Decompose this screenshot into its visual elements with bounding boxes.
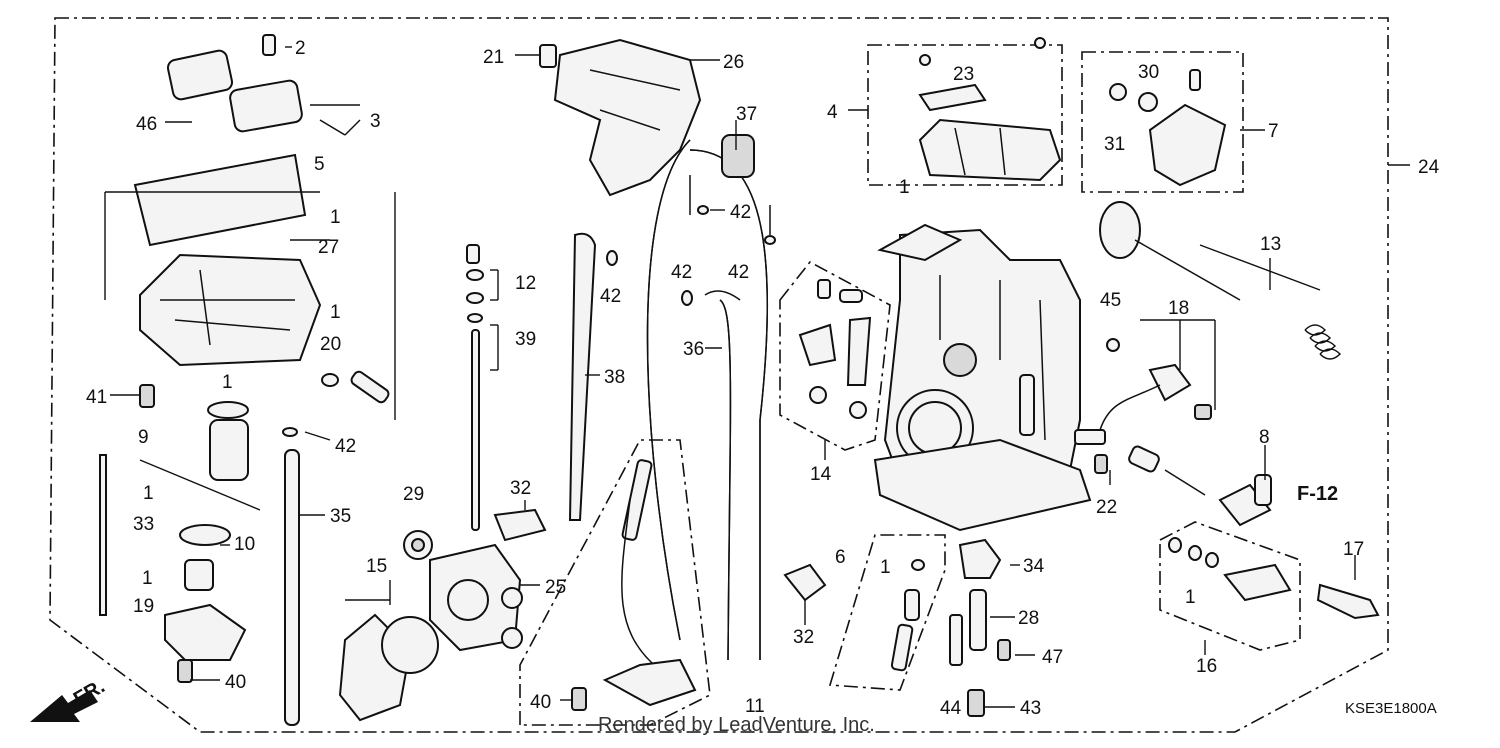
callout-3: 3	[370, 111, 381, 132]
callout-11: 11	[745, 696, 765, 717]
callout-24: 24	[1418, 157, 1440, 178]
callout-labels: 2 3 46 5 1 27 1 20 1 41 42 9 1 33 10 1 1…	[86, 38, 1440, 736]
callout-18: 18	[1168, 298, 1189, 319]
callout-1b: 1	[330, 302, 341, 323]
callout-32a: 32	[510, 478, 531, 499]
front-arrow-icon: FR.	[30, 675, 109, 722]
callout-34: 34	[1023, 556, 1045, 577]
callout-22: 22	[1096, 497, 1117, 518]
callout-1e: 1	[142, 568, 153, 589]
callout-44: 44	[940, 698, 962, 719]
callout-47: 47	[1042, 647, 1063, 668]
callout-26: 26	[723, 52, 744, 73]
callout-20: 20	[320, 334, 341, 355]
throttle-cable-group	[519, 439, 711, 726]
callout-15: 15	[366, 556, 387, 577]
callout-14: 14	[810, 464, 832, 485]
callout-42e: 42	[600, 286, 621, 307]
callout-30: 30	[1138, 62, 1159, 83]
watermark: Rendered by LeadVenture, Inc.	[598, 714, 875, 736]
callout-25: 25	[545, 577, 566, 598]
callout-21: 21	[483, 47, 504, 68]
callout-10: 10	[234, 534, 255, 555]
top-cover-parts	[918, 37, 1062, 182]
linkage-parts	[798, 279, 872, 419]
callout-16: 16	[1196, 656, 1217, 677]
callout-33: 33	[133, 514, 154, 535]
callout-31: 31	[1104, 134, 1125, 155]
callout-5: 5	[314, 154, 325, 175]
callout-45: 45	[1100, 290, 1121, 311]
callout-32b: 32	[793, 627, 814, 648]
callout-12: 12	[515, 273, 536, 294]
callout-6: 6	[835, 547, 846, 568]
callout-40b: 40	[530, 692, 551, 713]
throttle-spring-group	[1099, 201, 1342, 360]
reference-label: F-12	[1297, 483, 1338, 505]
callout-1f: 1	[899, 177, 910, 198]
callout-46: 46	[136, 114, 157, 135]
jet-needle-frame	[828, 534, 946, 691]
top-cover-group	[539, 38, 702, 197]
callout-39: 39	[515, 329, 536, 350]
callout-4: 4	[827, 102, 838, 123]
float-bowl-group	[99, 34, 390, 726]
callout-35: 35	[330, 506, 351, 527]
callout-29: 29	[403, 484, 424, 505]
linkage-frame	[779, 260, 891, 451]
callout-42c: 42	[728, 262, 749, 283]
callout-23: 23	[953, 64, 974, 85]
callout-1g: 1	[1185, 587, 1196, 608]
callout-1h: 1	[880, 557, 891, 578]
bracket-frame	[1081, 51, 1244, 193]
diagram-code: KSE3E1800A	[1345, 700, 1437, 717]
callout-37: 37	[736, 104, 757, 125]
callout-17: 17	[1343, 539, 1364, 560]
leader-lines	[104, 46, 1410, 708]
needle-and-hoses-group	[466, 134, 776, 661]
callout-36: 36	[683, 339, 704, 360]
callout-42b: 42	[730, 202, 751, 223]
callout-9: 9	[138, 427, 149, 448]
bracket-parts	[1109, 69, 1227, 187]
callout-27: 27	[318, 237, 339, 258]
callout-42d: 42	[671, 262, 692, 283]
sensor-group	[1074, 338, 1272, 527]
accelerator-group	[338, 508, 827, 722]
diagram-frame	[49, 17, 1389, 733]
callout-1d: 1	[143, 483, 154, 504]
callout-42a: 42	[335, 436, 356, 457]
callout-1c: 1	[222, 372, 233, 393]
callout-19: 19	[133, 596, 154, 617]
callout-2: 2	[295, 38, 306, 59]
fuel-screw-parts	[1168, 537, 1380, 620]
callout-1a: 1	[330, 207, 341, 228]
callout-38: 38	[604, 367, 625, 388]
callout-8: 8	[1259, 427, 1270, 448]
fuel-screw-frame	[1159, 521, 1301, 651]
jet-parts	[890, 538, 1011, 717]
callout-13: 13	[1260, 234, 1281, 255]
top-cover-frame	[867, 44, 1063, 186]
callout-41: 41	[86, 387, 107, 408]
callout-7: 7	[1268, 121, 1279, 142]
callout-28: 28	[1018, 608, 1039, 629]
callout-43: 43	[1020, 698, 1041, 719]
carburetor-body	[873, 223, 1092, 532]
callout-40a: 40	[225, 672, 246, 693]
